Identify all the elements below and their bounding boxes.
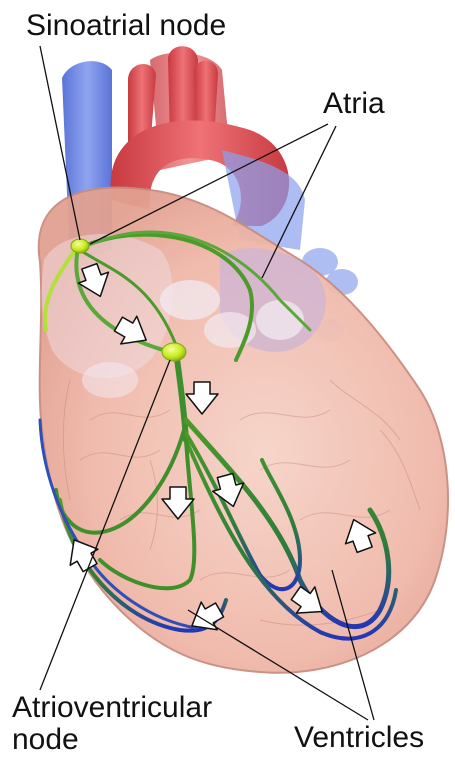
label-av-line2: node	[12, 724, 212, 756]
valve-3	[82, 362, 138, 398]
label-atrioventricular-node: Atrioventricular node	[12, 692, 212, 755]
valve-1	[160, 280, 220, 320]
valve-4	[256, 300, 304, 340]
sinoatrial-node-shape	[71, 239, 89, 253]
atrioventricular-node-shape	[162, 343, 186, 361]
label-atria: Atria	[323, 88, 385, 120]
label-ventricles: Ventricles	[294, 722, 424, 754]
label-av-line1: Atrioventricular	[12, 692, 212, 724]
label-sinoatrial-node: Sinoatrial node	[26, 10, 226, 42]
